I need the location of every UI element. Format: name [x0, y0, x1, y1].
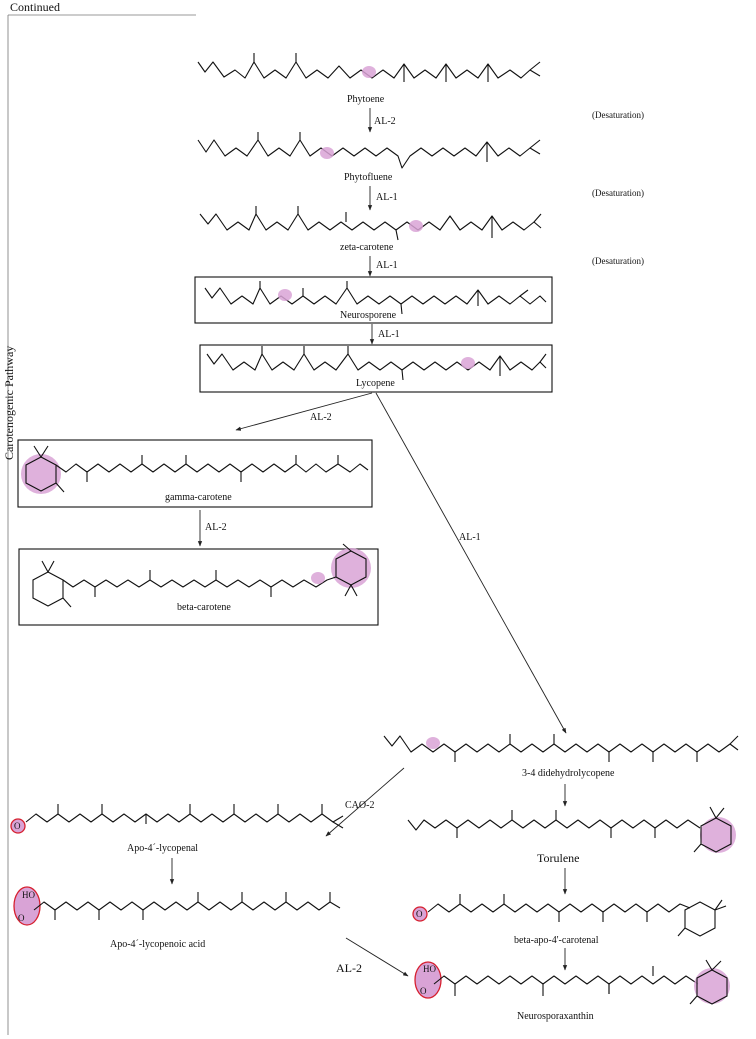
neurosporaxanthin-ho-atom: HO [423, 964, 436, 974]
continued-label: Continued [10, 0, 60, 14]
gamma-carotene-box [17, 439, 373, 508]
arrow-didehydro-apolycopenal [325, 767, 405, 837]
apo-lycopenoic-acid-structure [33, 901, 341, 911]
enzyme-al2-phytoene: AL-2 [374, 116, 396, 127]
neurosporene-structure [204, 287, 547, 305]
arrow-lycopene-gamma [235, 392, 373, 431]
apolycopenoic-o-atom: O [18, 913, 25, 923]
arrow-lycopene-didehydro [375, 392, 567, 734]
lycopene-structure [206, 353, 547, 371]
enzyme-al2-gamma: AL-2 [205, 522, 227, 533]
phytofluene-label: Phytofluene [344, 172, 393, 183]
didehydrolycopene-structure [383, 735, 739, 753]
beta-carotene-label: beta-carotene [177, 602, 231, 613]
beta-chain-highlight [311, 572, 325, 584]
zeta-highlight [409, 220, 423, 232]
apolycopenoic-ho-atom: HO [22, 890, 35, 900]
neurosporaxanthin-structure [433, 975, 699, 985]
enzyme-cao2: CAO-2 [345, 800, 374, 811]
phytofluene-highlight [320, 147, 334, 159]
gamma-ring-highlight [21, 454, 61, 494]
beta-carotene-structure [62, 576, 337, 588]
apocarotenal-aldehyde-highlight [412, 906, 428, 922]
apolycopenal-aldehyde-highlight [10, 818, 26, 834]
beta-carotene-box [18, 548, 379, 626]
apolycopenoic-acid-highlight [13, 886, 41, 926]
gamma-carotene-structure [55, 463, 369, 473]
torulene-structure [407, 819, 701, 831]
phytofluene-structure [197, 139, 541, 169]
gamma-carotene-label: gamma-carotene [165, 492, 232, 503]
enzyme-al1-phytofluene: AL-1 [376, 192, 398, 203]
neurosporaxanthin-acid-highlight [414, 961, 442, 999]
desaturation-note-1: (Desaturation) [592, 110, 644, 120]
apo-lycopenal-label: Apo-4´-lycopenal [127, 843, 198, 854]
arrow-acid-neurosporaxanthin [345, 937, 409, 977]
neurosporaxanthin-label: Neurosporaxanthin [517, 1011, 594, 1022]
apocarotenal-o-atom: O [416, 909, 423, 919]
desaturation-note-3: (Desaturation) [592, 256, 644, 266]
didehydro-highlight [426, 737, 440, 749]
apolycopenal-o-atom: O [14, 821, 21, 831]
beta-apo-carotenal-structure [427, 903, 691, 913]
enzyme-al1-neurosporene: AL-1 [378, 329, 400, 340]
phytoene-label: Phytoene [347, 94, 385, 105]
phytoene-highlight [362, 66, 376, 78]
apocarotenal-ring [684, 901, 716, 937]
neurosporaxanthin-ring-highlight [694, 968, 730, 1004]
beta-left-ring [32, 571, 64, 607]
enzyme-al2-lycopene: AL-2 [310, 412, 332, 423]
enzyme-al1-zeta: AL-1 [376, 260, 398, 271]
apo-lycopenal-structure [25, 813, 344, 823]
zeta-carotene-label: zeta-carotene [340, 242, 394, 253]
desaturation-note-2: (Desaturation) [592, 188, 644, 198]
neurosporene-label: Neurosporene [340, 310, 397, 321]
didehydrolycopene-label: 3-4 didehydrolycopene [522, 768, 615, 779]
lycopene-highlight [461, 357, 475, 369]
torulene-ring [700, 817, 732, 853]
lycopene-box [199, 344, 553, 393]
beta-ring-highlight [331, 548, 371, 588]
torulene-label: Torulene [537, 851, 579, 865]
torulene-ring-highlight [700, 817, 736, 853]
apo-lycopenoic-acid-label: Apo-4´-lycopenoic acid [110, 939, 205, 950]
neurosporaxanthin-o-atom: O [420, 986, 427, 996]
neurosporene-highlight [278, 289, 292, 301]
enzyme-al2-bottom: AL-2 [336, 961, 362, 975]
beta-apo-carotenal-label: beta-apo-4'-carotenal [514, 935, 599, 946]
pathway-side-label: Carotenogenic Pathway [2, 346, 16, 460]
enzyme-al1-lycopene: AL-1 [459, 532, 481, 543]
lycopene-label: Lycopene [356, 378, 395, 389]
neurosporene-box [194, 276, 553, 324]
neurosporaxanthin-ring [696, 969, 728, 1005]
zeta-carotene-structure [199, 213, 542, 231]
